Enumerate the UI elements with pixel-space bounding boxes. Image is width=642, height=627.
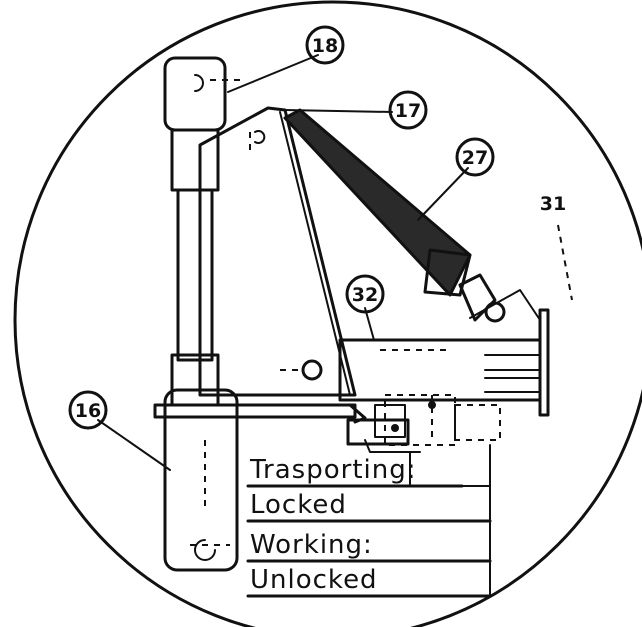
callout-17: 17 xyxy=(388,90,428,130)
legend-working: Working: xyxy=(250,530,373,560)
lock-mechanism xyxy=(346,394,501,453)
svg-text:27: 27 xyxy=(462,147,488,169)
callout-18: 18 xyxy=(305,25,345,65)
svg-text:18: 18 xyxy=(312,35,338,57)
top-roller xyxy=(163,56,240,132)
horizontal-arm xyxy=(338,289,550,417)
legend-unlocked: Unlocked xyxy=(250,565,378,595)
svg-text:16: 16 xyxy=(75,400,101,422)
callout-leaders xyxy=(97,54,573,471)
legend-transporting: Trasporting: xyxy=(249,455,417,485)
lower-roller xyxy=(163,388,239,572)
callout-16: 16 xyxy=(68,390,108,430)
vertical-column xyxy=(170,128,220,407)
legend: Trasporting: Locked Working: Unlocked xyxy=(246,444,492,598)
callout-31: 31 xyxy=(540,193,566,215)
callout-27: 27 xyxy=(455,137,495,177)
callout-32: 32 xyxy=(345,274,385,314)
bracket-plate xyxy=(198,106,357,397)
svg-text:17: 17 xyxy=(395,100,421,122)
detail-circle-frame xyxy=(13,0,642,627)
svg-text:32: 32 xyxy=(352,284,378,306)
base-plate xyxy=(153,403,367,424)
legend-locked: Locked xyxy=(250,490,347,520)
svg-text:31: 31 xyxy=(540,193,566,215)
spring-cylinder xyxy=(283,108,506,323)
